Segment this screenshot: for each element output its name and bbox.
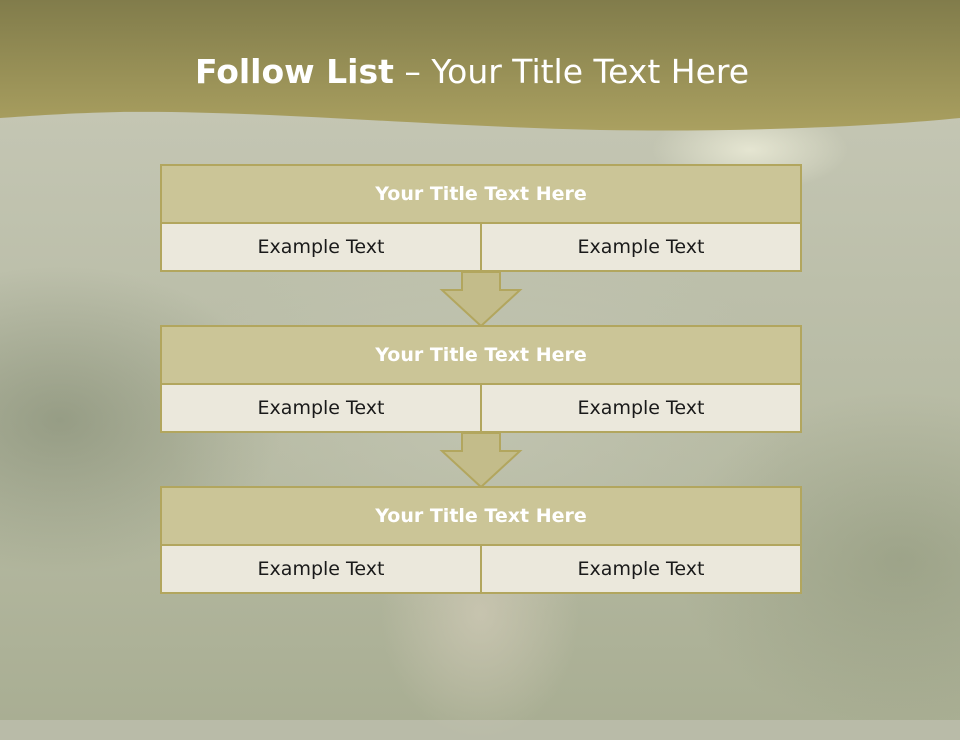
step-title: Your Title Text Here	[162, 488, 800, 546]
step-cell-left: Example Text	[162, 546, 480, 592]
step-title: Your Title Text Here	[162, 327, 800, 385]
step-row: Example Text Example Text	[162, 224, 800, 270]
down-arrow-icon	[439, 432, 523, 489]
slide-title: Follow List – Your Title Text Here	[0, 52, 944, 91]
step-row: Example Text Example Text	[162, 546, 800, 592]
slide-title-bold: Follow List	[194, 52, 394, 91]
title-banner	[0, 0, 960, 131]
step-box-2: Your Title Text Here Example Text Exampl…	[160, 325, 802, 433]
step-cell-right: Example Text	[480, 546, 800, 592]
step-cell-left: Example Text	[162, 224, 480, 270]
step-cell-right: Example Text	[480, 224, 800, 270]
step-cell-right: Example Text	[480, 385, 800, 431]
step-box-3: Your Title Text Here Example Text Exampl…	[160, 486, 802, 594]
step-title: Your Title Text Here	[162, 166, 800, 224]
step-box-1: Your Title Text Here Example Text Exampl…	[160, 164, 802, 272]
down-arrow-icon	[439, 271, 523, 328]
slide-title-rest: – Your Title Text Here	[393, 52, 750, 91]
step-cell-left: Example Text	[162, 385, 480, 431]
step-row: Example Text Example Text	[162, 385, 800, 431]
